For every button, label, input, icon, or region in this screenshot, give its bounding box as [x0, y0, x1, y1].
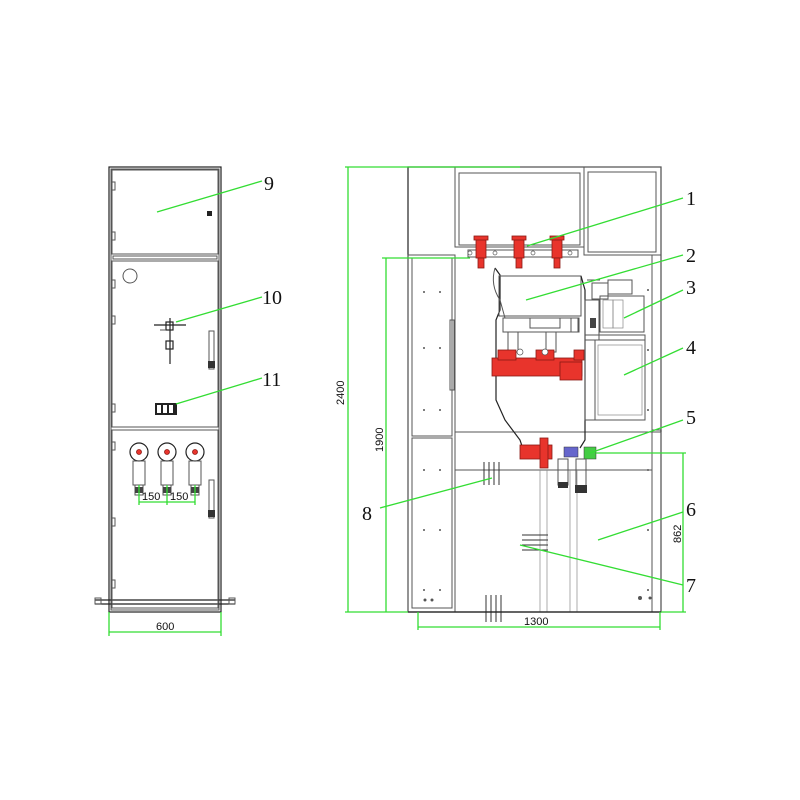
front-view: 150 150 600 — [94, 166, 263, 636]
earthing-handle — [208, 479, 215, 519]
callout-line-2 — [525, 254, 684, 301]
circuit-breaker-contacts — [491, 348, 585, 381]
height-label-2400: 2400 — [335, 381, 347, 405]
height-dimension-2400 — [345, 166, 520, 613]
phase-spacing-label-1: 150 — [142, 491, 160, 503]
height-label-862: 862 — [672, 525, 684, 543]
callout-10: 10 — [262, 287, 282, 309]
height-dimension-1900 — [382, 257, 470, 612]
cable-connection — [519, 437, 597, 493]
callout-line-6 — [597, 511, 684, 541]
callout-7: 7 — [686, 575, 696, 597]
callout-line-11 — [175, 377, 263, 405]
mechanism-compartment-door — [111, 260, 219, 428]
callout-3: 3 — [686, 277, 696, 299]
relay-compartment — [584, 334, 646, 421]
mimic-diagram — [154, 318, 186, 364]
callout-line-7 — [519, 544, 684, 586]
depth-label-1300: 1300 — [524, 616, 548, 628]
callout-2: 2 — [686, 245, 696, 267]
cable-compartment-door — [111, 429, 219, 609]
front-width-label: 600 — [156, 621, 174, 633]
front-width-dimension — [108, 612, 222, 636]
callout-6: 6 — [686, 499, 696, 521]
phase-spacing-dimension — [138, 485, 196, 505]
callout-line-8 — [379, 477, 493, 509]
callout-9: 9 — [264, 173, 274, 195]
operating-handle — [208, 330, 215, 370]
callout-line-5 — [589, 419, 684, 454]
callout-11: 11 — [262, 369, 281, 391]
depth-dimension-1300 — [417, 612, 661, 630]
viewing-window — [122, 268, 138, 284]
indicator-panel — [155, 403, 177, 415]
callout-line-4 — [623, 347, 684, 376]
low-voltage-compartment-door — [111, 169, 219, 255]
phase-spacing-label-2: 150 — [170, 491, 188, 503]
callout-line-3 — [623, 289, 684, 319]
height-dimension-862 — [596, 452, 686, 613]
callout-line-9 — [156, 180, 263, 213]
callout-4: 4 — [686, 337, 696, 359]
door-lock — [207, 211, 212, 216]
height-label-1900: 1900 — [374, 428, 386, 452]
callout-5: 5 — [686, 407, 696, 429]
busbar-insulators — [467, 235, 579, 269]
callout-8: 8 — [362, 503, 372, 525]
vent-grilles — [483, 462, 548, 622]
callout-line-10 — [175, 296, 263, 323]
callout-1: 1 — [686, 188, 696, 210]
front-cabinet-outline — [108, 166, 222, 613]
callout-line-1 — [526, 197, 684, 247]
operating-mechanism — [584, 279, 645, 341]
side-view: 2400 1900 862 1300 — [335, 166, 686, 630]
